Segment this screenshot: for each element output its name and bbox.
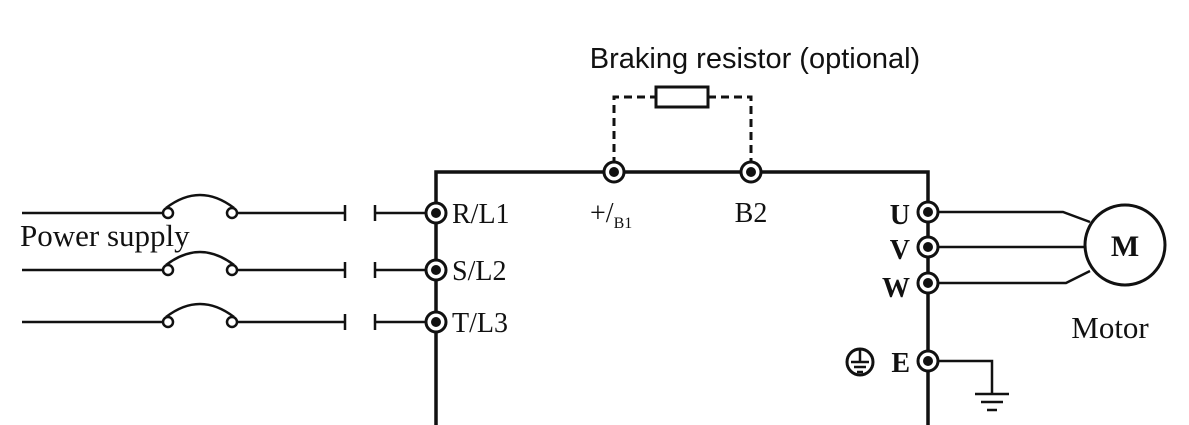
- terminal-w-label: W: [882, 273, 910, 304]
- switch-icon: [165, 193, 235, 209]
- terminal-r-label: R/L1: [452, 199, 510, 230]
- terminal-u-label: U: [890, 200, 910, 231]
- terminal-s-label: S/L2: [452, 256, 506, 287]
- terminal-w: [916, 271, 940, 295]
- power-line-2: [22, 250, 426, 278]
- power-line-1: [22, 193, 426, 221]
- braking-resistor-title: Braking resistor (optional): [590, 43, 920, 75]
- ground-icon: [938, 359, 1009, 412]
- terminal-b1-label: +/B1: [590, 198, 632, 232]
- inverter-outline: [434, 170, 930, 425]
- terminal-e: [916, 349, 940, 373]
- braking-resistor: [612, 85, 753, 165]
- terminal-v-label: V: [890, 235, 910, 266]
- terminal-v: [916, 235, 940, 259]
- power-supply-label: Power supply: [20, 218, 190, 253]
- terminal-s: [424, 258, 448, 282]
- motor-icon: [1083, 203, 1167, 287]
- motor-label: Motor: [1071, 310, 1149, 345]
- terminal-e-label: E: [891, 348, 910, 379]
- protective-earth-icon: [845, 347, 875, 377]
- terminal-r: [424, 201, 448, 225]
- switch-icon: [165, 302, 235, 318]
- power-line-3: [22, 302, 426, 330]
- terminal-b2: [739, 160, 763, 184]
- terminal-u: [916, 200, 940, 224]
- terminal-t: [424, 310, 448, 334]
- terminal-b2-label: B2: [735, 198, 768, 229]
- terminal-b1: [602, 160, 626, 184]
- resistor-icon: [654, 85, 710, 109]
- switch-icon: [165, 250, 235, 266]
- motor-wires: [938, 210, 1091, 285]
- motor-symbol: M: [1111, 230, 1139, 263]
- terminal-t-label: T/L3: [452, 308, 508, 339]
